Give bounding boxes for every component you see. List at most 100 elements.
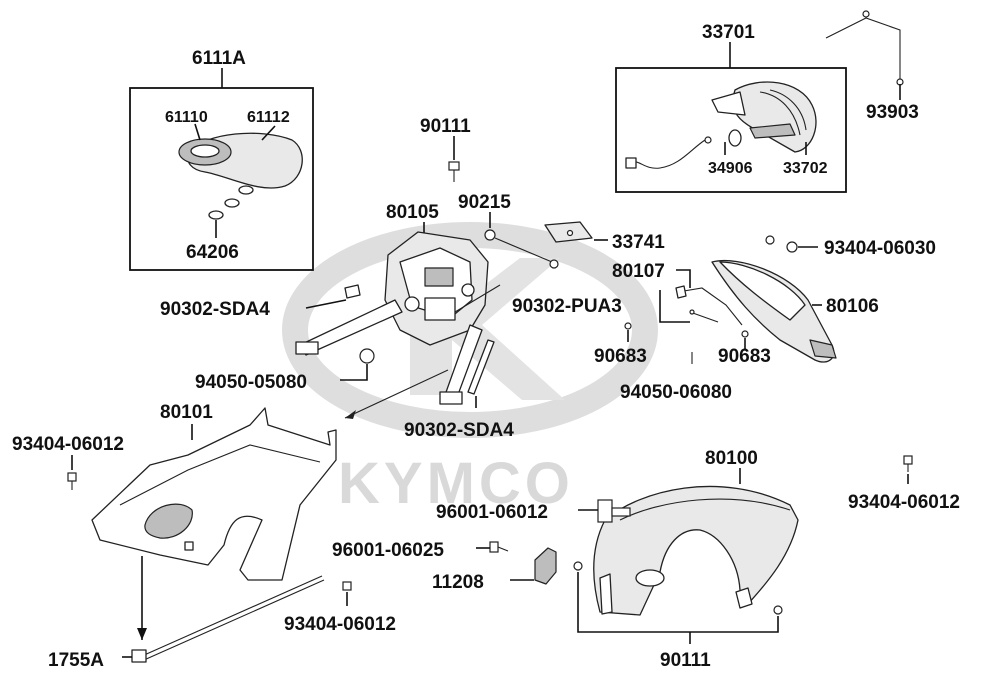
part-tail-lamp-rib (759, 91, 801, 136)
part-tail-lamp-harness (631, 139, 706, 169)
part-93903-stay (825, 10, 904, 100)
part-80105-foot (439, 391, 463, 405)
callout-34906: 34906 (708, 160, 753, 177)
part-96001-06025-shank (497, 546, 509, 552)
callout-90111-top: 90111 (420, 116, 471, 137)
part-33741-hole (566, 229, 574, 237)
part-80100-body (593, 485, 799, 616)
callout-93903: 93903 (866, 102, 919, 123)
part-94050-05080-nut (340, 348, 375, 381)
part-80106-body (711, 260, 835, 363)
callout-61112: 61112 (247, 109, 290, 126)
part-80101-body (91, 407, 337, 581)
part-90683-screws (624, 322, 749, 364)
arrow-to-80105 (454, 284, 501, 313)
part-80101-tab (184, 541, 194, 551)
part-34906-bulb (728, 129, 742, 147)
callout-96001-06012: 96001-06012 (436, 502, 548, 523)
callout-80106: 80106 (826, 296, 879, 317)
part-94050-05080-body (359, 348, 375, 364)
callout-90683-right: 90683 (718, 346, 771, 367)
leader-80107 (676, 269, 691, 288)
part-tail-lamp-rib-2 (769, 89, 807, 131)
part-90111-top-bolt (448, 136, 460, 182)
part-80100-tab-right (735, 587, 753, 609)
part-90111-bottom-screws (573, 561, 783, 644)
part-93404-06012-left-head (67, 472, 77, 482)
part-90302-PUA3-clamp (659, 290, 719, 323)
part-80106-tip (809, 339, 837, 359)
part-80107-end (675, 285, 687, 299)
group-33701 (615, 42, 847, 193)
leader-61110 (194, 123, 201, 141)
part-93903-end-top (862, 10, 870, 18)
callout-90215: 90215 (458, 192, 511, 213)
watermark-brand-text: KYMCO (338, 451, 574, 516)
part-90302-PUA3-clip (689, 309, 695, 315)
arrow-head-1755A (137, 628, 147, 640)
part-64206-washer-3 (208, 210, 224, 220)
part-93404-06030-bolt-b (786, 241, 798, 253)
part-80105-window (424, 267, 454, 287)
callout-93404-06012-bottom: 93404-06012 (284, 614, 396, 635)
part-90215-clip (484, 212, 559, 269)
assembly-arrows (344, 284, 501, 419)
callout-93404-06030: 93404-06030 (824, 238, 936, 259)
part-90302-SDA4-bottom-body (467, 339, 495, 395)
group-box-33701 (615, 67, 847, 193)
part-80106-cover (711, 260, 837, 363)
part-96001-06025-bolt (476, 541, 509, 553)
callout-80100: 80100 (705, 448, 758, 469)
leader-90111-bottom-bracket (577, 572, 779, 633)
callout-93404-06012-right: 93404-06012 (848, 492, 960, 513)
callout-6111A: 6111A (192, 48, 246, 69)
part-80101-edge (119, 444, 321, 506)
part-80100-hole (635, 569, 665, 587)
part-96001-06012-shank (611, 507, 631, 517)
part-64206-washer-1 (238, 185, 254, 195)
callout-94050-05080: 94050-05080 (195, 372, 307, 393)
callout-96001-06025: 96001-06025 (332, 540, 444, 561)
part-1755A-band-edge (143, 579, 325, 661)
part-93404-06012-bottom-bolt (342, 581, 352, 606)
part-80107-stay (675, 269, 743, 326)
callout-94050-06080: 94050-06080 (620, 382, 732, 403)
part-80107-rod (677, 287, 743, 326)
leader-61112 (261, 125, 276, 141)
part-11208-body (534, 547, 557, 585)
leader-90302-PUA3 (659, 290, 690, 323)
part-93404-06030-bolt (765, 235, 818, 253)
callout-33701: 33701 (702, 22, 755, 43)
leader-90302-SDA4-top (305, 299, 347, 309)
part-93903-rod (825, 17, 901, 80)
part-80105-boss-left (404, 296, 420, 312)
part-90215-rod (494, 237, 553, 263)
callout-90302-SDA4-bottom: 90302-SDA4 (404, 420, 514, 441)
part-80100-fender (593, 468, 799, 616)
part-90302-SDA4-top-body (344, 284, 361, 299)
leader-94050-05080 (340, 364, 368, 381)
callout-61110: 61110 (165, 109, 208, 126)
part-80105-left-strut (299, 299, 403, 356)
part-90215-end (549, 259, 559, 269)
part-93404-06012-left-bolt (67, 455, 77, 490)
part-80101-opening (144, 503, 193, 539)
part-80105-bracket (295, 222, 489, 405)
callout-11208: 11208 (432, 572, 484, 593)
callout-90111-bottom: 90111 (660, 650, 711, 671)
part-64206-washer-2 (224, 198, 240, 208)
part-90215-nut (484, 229, 496, 241)
part-tail-lamp-socket-plate (711, 91, 746, 116)
part-90683-right-screw (741, 330, 749, 338)
callout-1755A: 1755A (48, 650, 104, 671)
part-33741-reflector (544, 221, 608, 243)
part-61110-disk-inner (190, 144, 220, 158)
part-93404-06012-bottom-head (342, 581, 352, 591)
part-1755A-band (141, 575, 323, 657)
callout-93404-06012-left: 93404-06012 (12, 434, 124, 455)
callout-64206: 64206 (186, 242, 239, 263)
part-harness-grommet (704, 136, 712, 144)
part-33702-lens (749, 123, 796, 139)
part-96001-06012-bolt (578, 499, 631, 523)
